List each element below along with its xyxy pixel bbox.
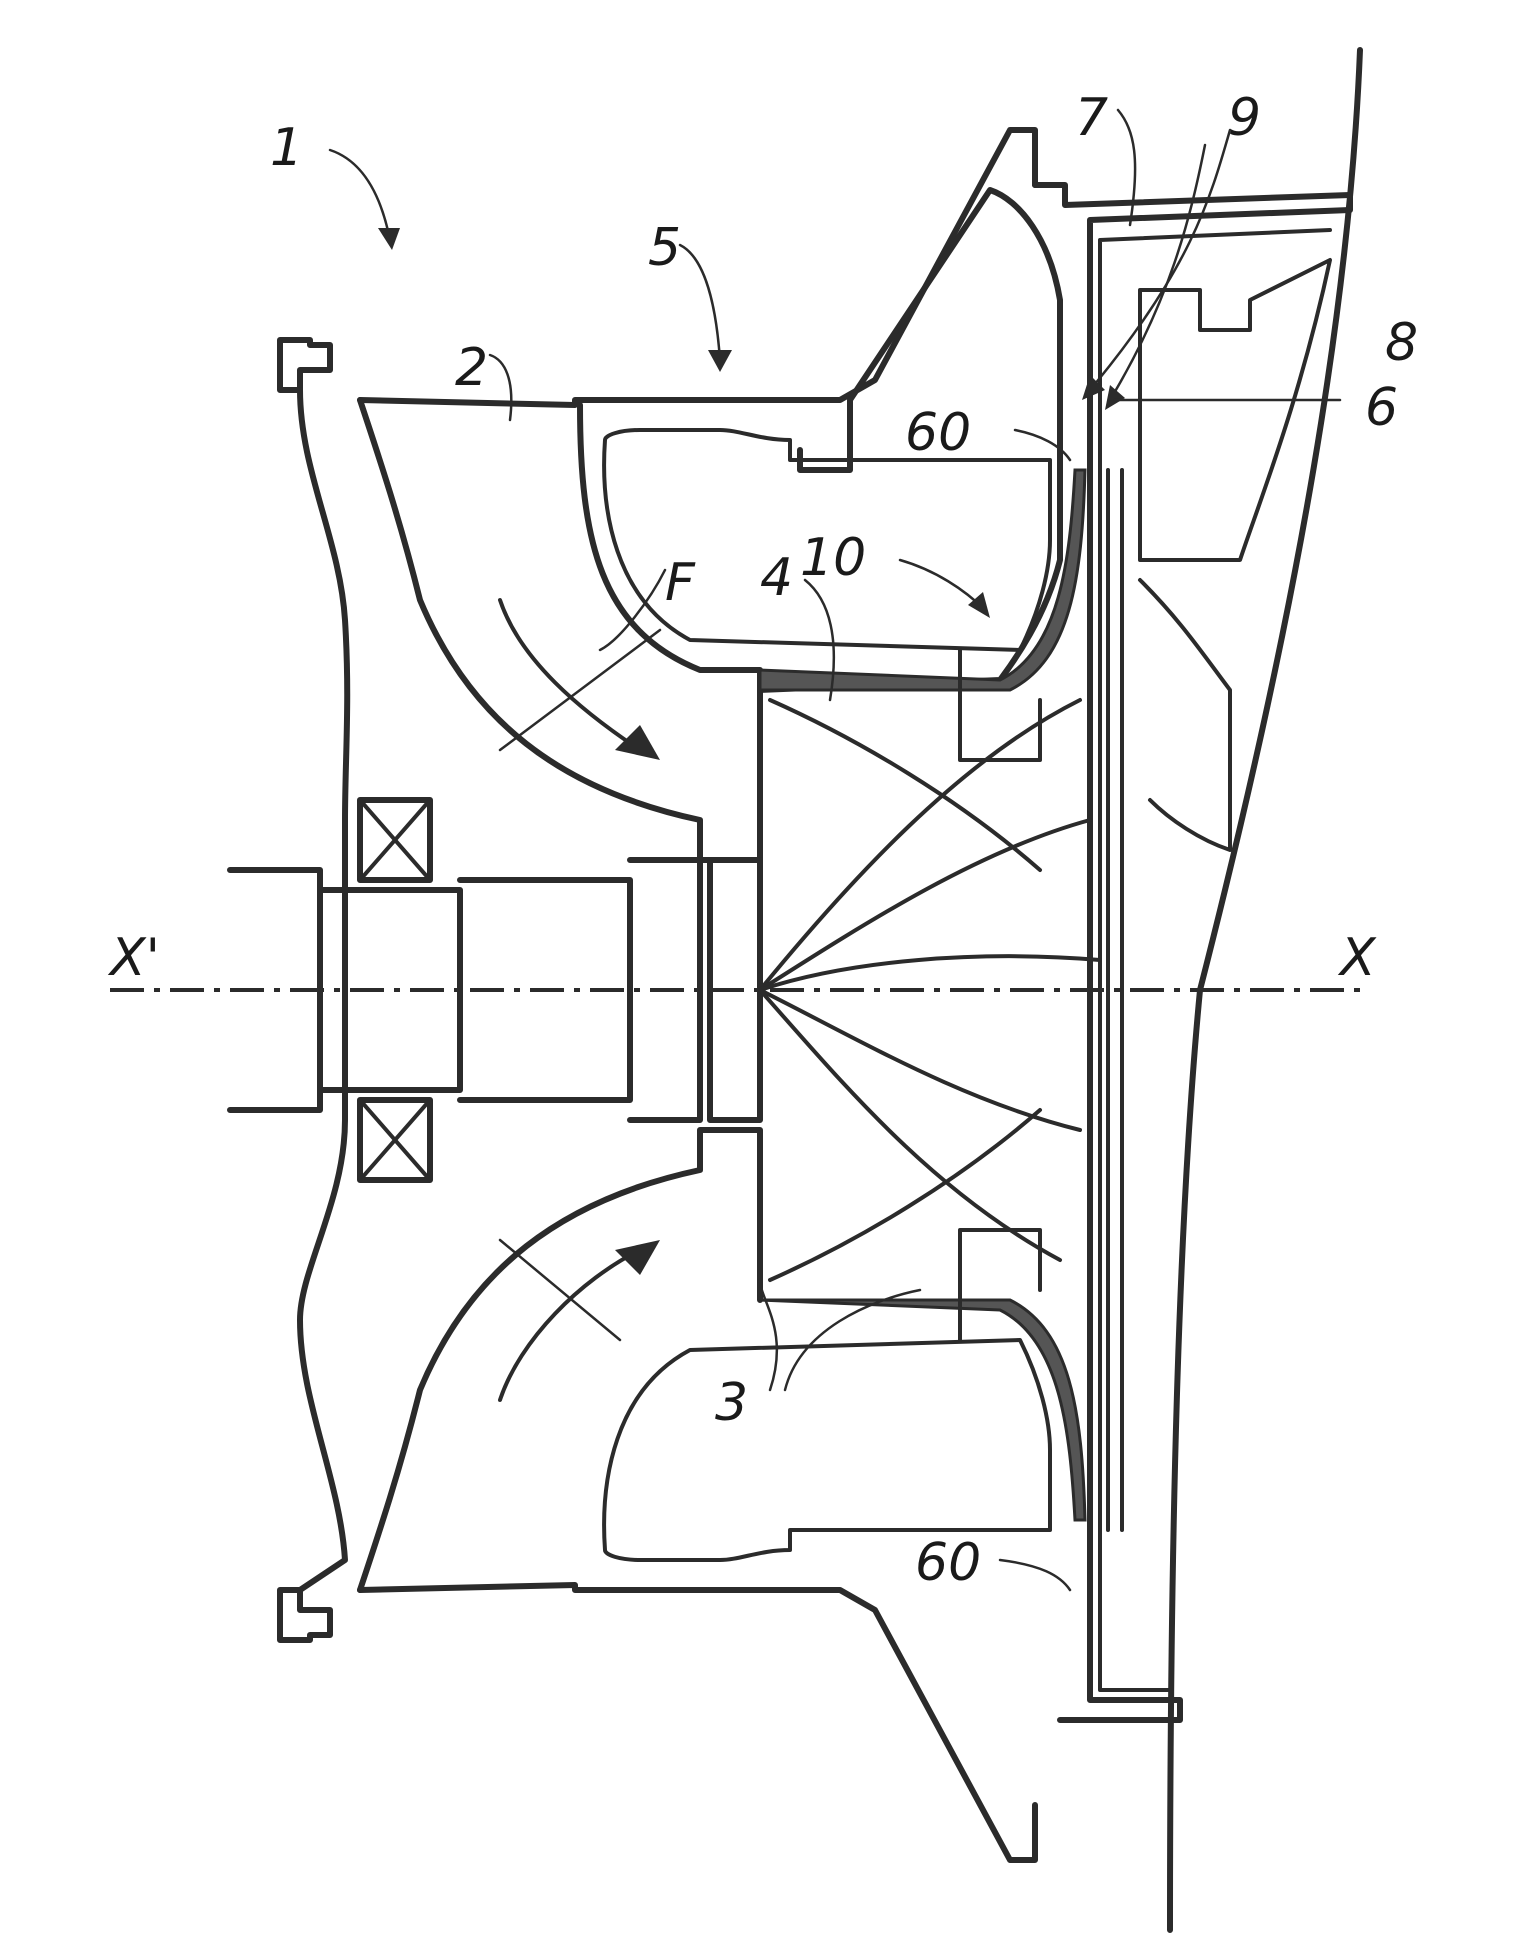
bearing-lower [360,1100,430,1180]
label-housing: 8 [1385,313,1418,373]
housing-lobe-mid [1140,580,1230,850]
label-impeller: 4 [760,548,793,608]
label-axis-right: X [1337,928,1377,988]
label-gap: 9 [1228,88,1261,148]
inlet-duct-lower [360,1130,760,1590]
inlet-duct-upper [360,400,760,860]
label-outlet-upper: 60 [905,403,971,463]
inlet-flange [280,340,330,390]
impeller-blades [760,650,1100,1340]
volute-lower-cavity [604,1340,1050,1560]
label-outlet-lower: 60 [915,1533,981,1593]
label-blades: 3 [715,1373,748,1433]
rear-cover-inner [1100,230,1330,1690]
volute-lower-outer [360,1585,1035,1860]
rear-plate [1108,470,1122,1530]
liner-lower [760,1300,1085,1520]
label-inlet: 2 [455,338,488,398]
label-cover: 7 [1075,88,1108,148]
label-rear-plate: 6 [1365,378,1398,438]
leader-lines [330,110,1340,1590]
label-liner: 10 [800,528,866,588]
bearing-upper [360,800,430,880]
label-assembly: 1 [270,118,303,178]
flow-arrows [500,600,660,1400]
housing-lobe-upper [1140,260,1330,560]
label-axis-left: X' [107,928,160,988]
label-flow: F [665,553,696,613]
label-volute: 5 [648,218,681,278]
inlet-flange-lower [280,1590,330,1640]
